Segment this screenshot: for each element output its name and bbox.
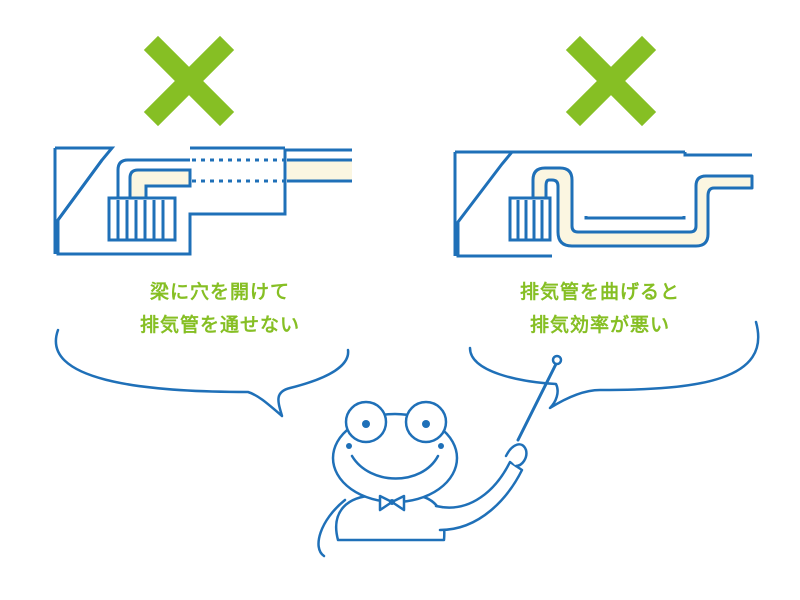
left-hood-slope bbox=[56, 159, 104, 221]
right-speech-bubble bbox=[468, 320, 760, 410]
left-caption-line-1: 梁に穴を開けて bbox=[149, 281, 290, 303]
left-duct bbox=[128, 168, 192, 202]
right-caption-line-2: 排気効率が悪い bbox=[529, 314, 670, 336]
cross-mark-icon bbox=[565, 35, 657, 127]
cross-mark-icon bbox=[143, 35, 235, 127]
left-diagram-range-hood-through-beam bbox=[53, 146, 352, 256]
right-bent-duct bbox=[531, 166, 754, 248]
left-speech-bubble bbox=[54, 328, 350, 418]
right-fan-filter bbox=[508, 196, 552, 242]
left-caption-line-2: 排気管を通せない bbox=[139, 314, 300, 336]
right-panel-caption: 排気管を曲げると 排気効率が悪い bbox=[470, 276, 730, 342]
left-panel-caption: 梁に穴を開けて 排気管を通せない bbox=[90, 276, 350, 342]
right-diagram-range-hood-bent-duct bbox=[453, 150, 754, 258]
right-caption-line-1: 排気管を曲げると bbox=[519, 281, 680, 303]
frog-teacher-with-pointer-icon bbox=[317, 354, 563, 558]
left-pipe-outside bbox=[287, 160, 352, 181]
